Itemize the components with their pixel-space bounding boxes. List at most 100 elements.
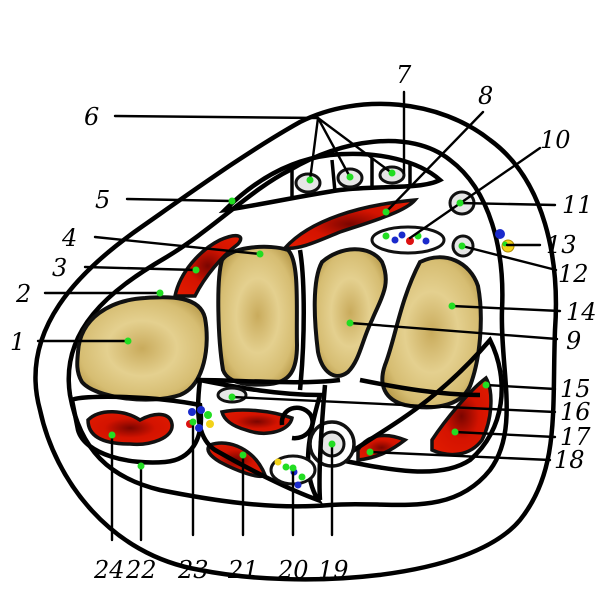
pointer-dot bbox=[451, 428, 459, 436]
pointer-dot bbox=[306, 176, 314, 184]
pointer-dot bbox=[228, 197, 236, 205]
label-10: 10 bbox=[540, 126, 571, 154]
pointer-dot bbox=[456, 199, 464, 207]
label-3: 3 bbox=[52, 254, 67, 282]
leader-6c bbox=[316, 116, 394, 175]
pointer-dot bbox=[189, 418, 197, 426]
label-8: 8 bbox=[478, 82, 493, 110]
pointer-dot bbox=[228, 393, 236, 401]
pointer-dot bbox=[256, 250, 264, 258]
label-16: 16 bbox=[560, 398, 591, 426]
leader-6a bbox=[308, 116, 320, 182]
label-21: 21 bbox=[227, 556, 259, 584]
leader-3 bbox=[83, 265, 198, 272]
compartment-flexor bbox=[195, 377, 324, 505]
vessel-dot bbox=[197, 406, 205, 414]
extensor-tendon-1 bbox=[294, 172, 322, 194]
pointer-dot bbox=[124, 337, 132, 345]
label-4: 4 bbox=[61, 224, 77, 252]
leader-16 bbox=[230, 395, 557, 414]
pointer-dot bbox=[482, 381, 490, 389]
compartment-lower-right bbox=[334, 335, 504, 474]
vessel-dot bbox=[398, 231, 406, 239]
label-2: 2 bbox=[15, 280, 31, 308]
vessel-dot bbox=[406, 237, 414, 245]
pointer-dot bbox=[448, 302, 456, 310]
septum-central bbox=[297, 249, 328, 501]
leader-11 bbox=[458, 201, 557, 207]
vessel-dot bbox=[206, 420, 214, 428]
label-23: 23 bbox=[177, 556, 209, 584]
muscle-17 bbox=[356, 433, 409, 462]
leader-4 bbox=[93, 235, 262, 256]
muscle-16 bbox=[219, 408, 294, 435]
label-6: 6 bbox=[84, 103, 99, 131]
vessel-13-blue bbox=[495, 229, 505, 239]
leader-12 bbox=[460, 244, 558, 272]
label-14: 14 bbox=[566, 298, 597, 326]
skin-outline bbox=[33, 101, 559, 582]
vessel-dot bbox=[422, 237, 430, 245]
pointer-dot bbox=[366, 448, 374, 456]
pointer-dot bbox=[108, 431, 116, 439]
bone-14 bbox=[380, 255, 483, 410]
label-9: 9 bbox=[566, 327, 581, 355]
leader-14 bbox=[450, 304, 562, 313]
vessel-dot bbox=[195, 424, 203, 432]
leader-9 bbox=[348, 321, 559, 341]
leader-17 bbox=[453, 430, 557, 439]
pointer-dot bbox=[137, 462, 145, 470]
pointer-dot bbox=[346, 319, 354, 327]
bone-4 bbox=[216, 244, 300, 387]
leader-8 bbox=[384, 110, 485, 214]
pointer-dot bbox=[388, 169, 396, 177]
label-12: 12 bbox=[558, 260, 589, 288]
pointer-dot bbox=[156, 289, 164, 297]
fascia-outline bbox=[66, 138, 509, 509]
label-15: 15 bbox=[560, 375, 591, 403]
leader-18 bbox=[368, 450, 552, 462]
pointer-dot bbox=[289, 464, 297, 472]
compartment-divider-2 bbox=[330, 159, 337, 193]
vessel-dot bbox=[382, 232, 390, 240]
pointer-dot bbox=[239, 451, 247, 459]
extensor-compartment bbox=[218, 151, 444, 214]
pointer-dot bbox=[192, 266, 200, 274]
leader-6b bbox=[316, 116, 352, 179]
leader-6 bbox=[113, 114, 320, 120]
leader-15 bbox=[484, 383, 557, 391]
label-5: 5 bbox=[95, 186, 110, 214]
pointer-dots bbox=[108, 169, 490, 472]
leader-lines bbox=[36, 90, 562, 542]
bone-1 bbox=[75, 295, 209, 402]
label-13: 13 bbox=[546, 231, 577, 259]
vessel-dot bbox=[274, 458, 282, 466]
label-18: 18 bbox=[554, 446, 585, 474]
muscle-24 bbox=[86, 410, 174, 447]
septum-lower bbox=[195, 377, 481, 398]
vessel-dot bbox=[294, 481, 302, 489]
vessel-dot bbox=[204, 411, 212, 419]
pointer-dot bbox=[346, 173, 354, 181]
vessel-dot bbox=[391, 236, 399, 244]
label-24: 24 bbox=[93, 556, 125, 584]
leader-10 bbox=[408, 146, 542, 240]
pointer-dot bbox=[328, 440, 336, 448]
leader-5 bbox=[125, 197, 234, 203]
ligament-loop bbox=[279, 405, 315, 441]
label-22: 22 bbox=[125, 556, 157, 584]
label-11: 11 bbox=[562, 191, 593, 219]
bone-9 bbox=[312, 247, 388, 378]
label-1: 1 bbox=[10, 328, 25, 356]
pointer-dot bbox=[458, 242, 466, 250]
label-19: 19 bbox=[318, 556, 349, 584]
label-17: 17 bbox=[560, 423, 591, 451]
label-7: 7 bbox=[396, 61, 412, 89]
number-labels: 1 2 3 4 5 6 7 8 9 10 11 12 13 14 15 16 1… bbox=[10, 61, 597, 584]
muscle-8 bbox=[281, 197, 420, 250]
vessel-dot bbox=[298, 473, 306, 481]
vessel-dot bbox=[188, 408, 196, 416]
pointer-dot bbox=[382, 208, 390, 216]
label-20: 20 bbox=[277, 556, 309, 584]
